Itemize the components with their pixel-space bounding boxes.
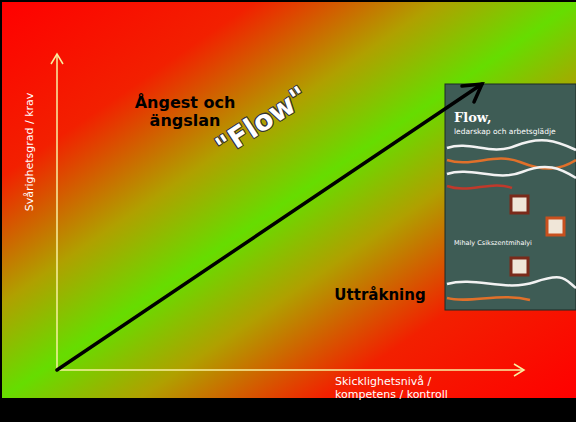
zone-label: Ångest och ängslan [129, 94, 241, 131]
book-cover [445, 84, 576, 310]
gradient-ground [2, 2, 576, 398]
zone-label: Uttråkning [334, 287, 425, 304]
book-subtitle: ledarskap och arbetsglädje [454, 128, 572, 137]
axis-label: Svårighetsgrad / krav [24, 93, 37, 212]
book-title: Flow, [454, 111, 492, 126]
book-author: Mihaly Csikszentmihalyi [454, 240, 532, 247]
axis-label: Skicklighetsnivå / kompetens / kontroll [335, 376, 470, 401]
